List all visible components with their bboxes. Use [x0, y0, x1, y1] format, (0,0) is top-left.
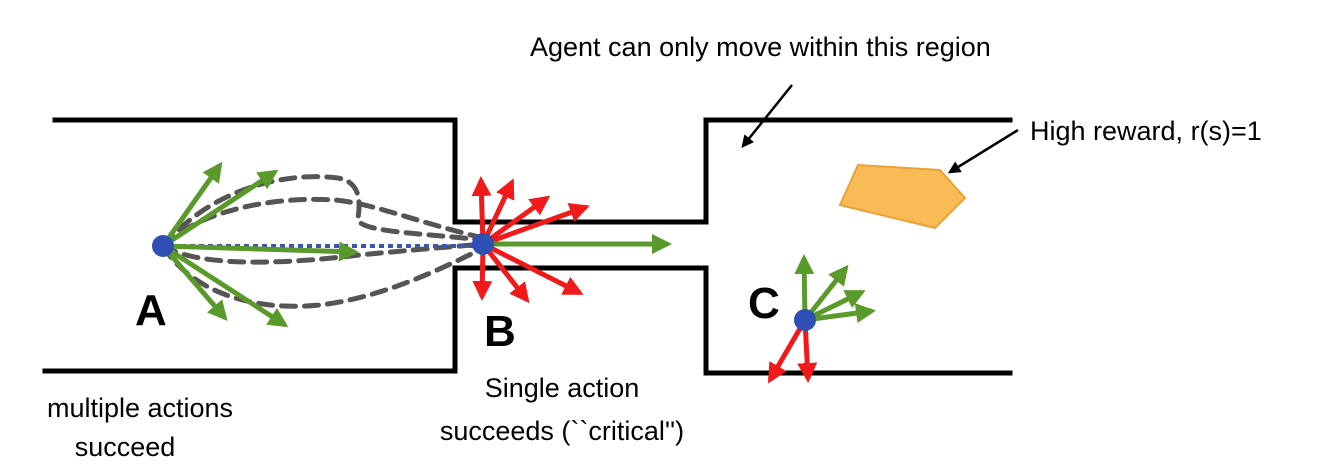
trajectory-path: [160, 243, 486, 309]
failure-action-arrow: [481, 195, 551, 247]
reward-pointer-arrow: [947, 128, 1019, 174]
trajectory-path: [160, 196, 486, 249]
high-reward-region: [838, 163, 967, 230]
state-a-dot: [152, 235, 174, 257]
success-action-arrow: [161, 243, 289, 328]
top-wall: [52, 117, 1013, 225]
success-action-arrow: [162, 241, 359, 262]
failure-action-arrow: [481, 242, 530, 304]
caption-a-line2: succeed: [75, 432, 176, 462]
trajectories: [160, 174, 486, 309]
reward-note: High reward, r(s)=1: [1030, 116, 1262, 146]
success-action-arrow: [803, 264, 849, 322]
bottom-wall: [42, 265, 1013, 376]
region-pointer-arrow: [741, 84, 793, 148]
success-action-arrow: [161, 169, 279, 249]
failure-action-arrow: [480, 178, 515, 246]
success-action-arrow: [160, 161, 223, 248]
actions-at-a: [160, 161, 359, 328]
label-c: C: [748, 279, 780, 328]
caption-b-line2: succeeds (``critical''): [440, 416, 684, 446]
caption-a-line1: multiple actions: [47, 393, 233, 423]
actions-at-b: [471, 176, 672, 304]
label-b: B: [484, 307, 516, 356]
success-action-arrow: [161, 244, 228, 322]
environment-walls: [42, 117, 1013, 376]
failure-action-arrow: [482, 202, 590, 247]
success-action-arrow: [804, 303, 876, 324]
caption-b-line1: Single action: [485, 373, 640, 403]
region-note: Agent can only move within this region: [530, 32, 991, 62]
failure-action-arrow: [481, 241, 584, 296]
label-a: A: [135, 286, 167, 335]
trajectory-path: [160, 174, 486, 249]
actions-at-c: [767, 254, 876, 384]
state-b-dot: [472, 233, 494, 255]
failure-action-arrow: [767, 318, 808, 384]
state-c-dot: [794, 309, 816, 331]
